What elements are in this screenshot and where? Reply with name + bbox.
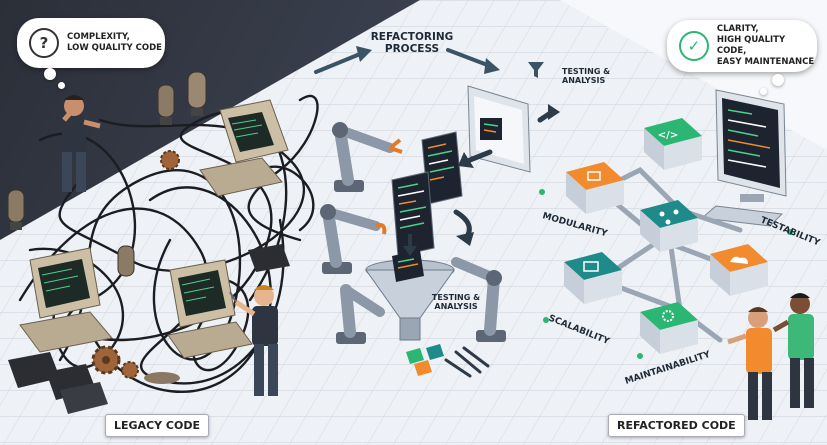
old-computer-left	[19, 247, 113, 353]
funnel	[365, 250, 455, 341]
right-bubble-tail-1	[772, 74, 784, 86]
module-cube-top: </>	[644, 118, 702, 170]
robot-arm-bottom-right	[451, 257, 506, 342]
legacy-zone	[7, 71, 319, 414]
frustrated-developer	[229, 285, 278, 396]
output-pieces	[406, 344, 444, 376]
question-icon: ?	[29, 28, 59, 58]
connector-dots	[539, 189, 793, 359]
process-zone	[314, 46, 560, 378]
rusty-gears	[91, 150, 180, 379]
process-arrows	[314, 48, 492, 74]
cycle-arrow-head-3	[548, 104, 560, 120]
module-cube-center	[640, 200, 698, 252]
svg-text:</>: </>	[658, 130, 678, 141]
check-icon: ✓	[679, 31, 709, 61]
tools	[444, 346, 490, 378]
happy-developer-green	[772, 293, 814, 408]
refactored-zone: </>	[539, 89, 814, 420]
module-cube-right	[710, 244, 768, 296]
happy-developer-orange	[727, 307, 772, 420]
floppy-disks	[8, 244, 290, 414]
left-bubble-tail-2	[58, 82, 65, 89]
robot-arm-mid	[320, 204, 387, 274]
arrow-head-right	[484, 58, 500, 74]
code-panel-1	[421, 131, 463, 205]
cycle-arrow-head-2	[456, 232, 474, 246]
left-bubble-tail-1	[44, 68, 56, 80]
right-speech-bubble: ✓ CLARITY, HIGH QUALITY CODE, EASY MAINT…	[667, 20, 817, 72]
module-cube-bottom	[640, 302, 698, 354]
old-computer-mid	[167, 259, 253, 359]
code-panel-2	[391, 171, 435, 257]
dust-pile	[144, 372, 180, 384]
modern-monitor	[700, 89, 787, 227]
testing-analysis-label-mid: TESTING &ANALYSIS	[432, 293, 480, 311]
robot-arm-top	[332, 122, 403, 192]
right-bubble-text: CLARITY, HIGH QUALITY CODE, EASY MAINTEN…	[716, 24, 815, 67]
old-computer-top	[199, 99, 289, 197]
refactored-code-label: REFACTORED CODE	[608, 414, 745, 437]
module-cube-left-bottom	[564, 252, 622, 304]
analysis-monitor	[467, 85, 531, 173]
funnel-arrow-head	[403, 246, 417, 256]
testing-analysis-label-top: TESTING &ANALYSIS	[562, 67, 610, 85]
cycle-arrow-head-1	[458, 152, 474, 168]
legacy-code-label: LEGACY CODE	[105, 414, 210, 437]
left-bubble-text: COMPLEXITY, LOW QUALITY CODE	[67, 32, 162, 53]
filter-icon	[528, 62, 544, 78]
vacuum-tubes	[7, 71, 207, 277]
module-cube-left-top	[566, 162, 624, 214]
legacy-code-lines	[41, 119, 263, 302]
confused-developer	[62, 95, 101, 192]
arrow-head-left	[356, 46, 372, 62]
left-speech-bubble: ? COMPLEXITY, LOW QUALITY CODE	[17, 18, 165, 68]
robot-arm-bottom-left	[336, 284, 385, 344]
right-bubble-tail-2	[760, 88, 767, 95]
